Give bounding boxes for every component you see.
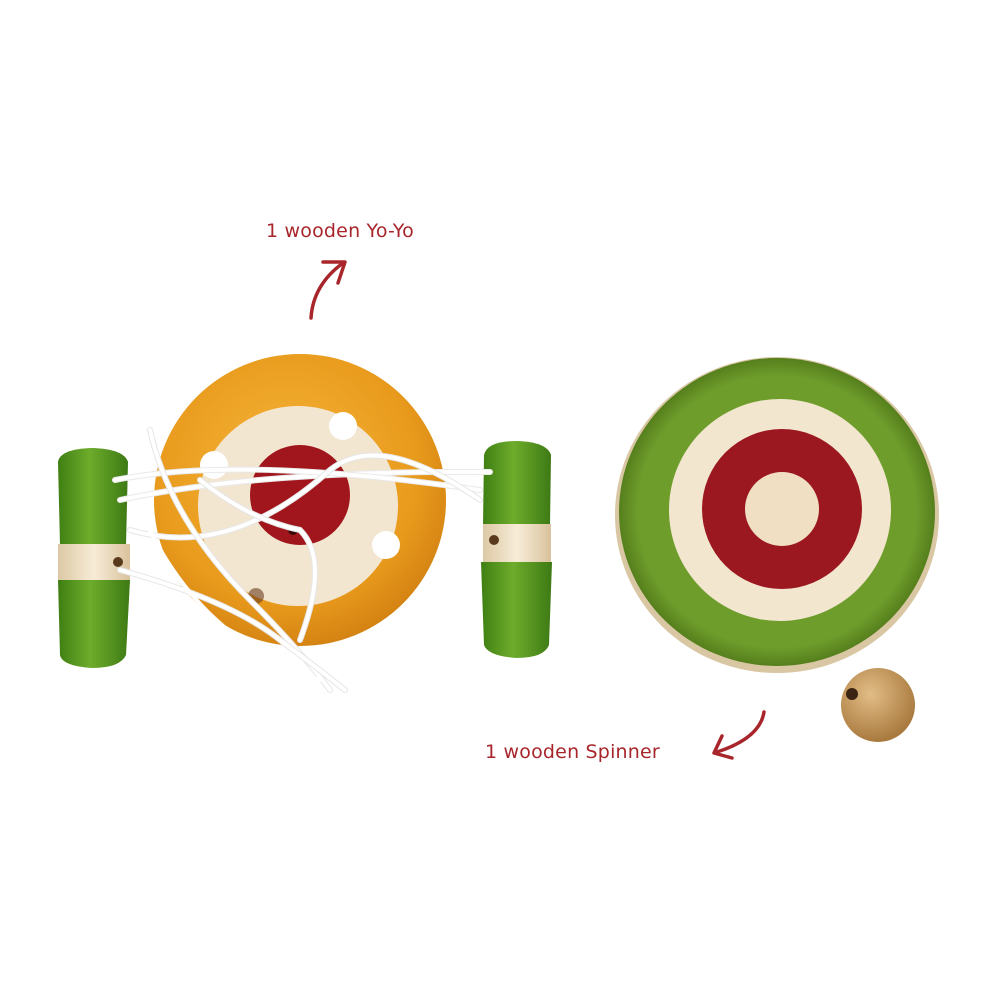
spinner-bead <box>841 668 915 742</box>
yoyo-hole <box>372 531 400 559</box>
yoyo-string <box>112 427 493 693</box>
arrow-up-icon <box>309 260 347 320</box>
yoyo-left-handle <box>58 448 130 668</box>
arrow-down-left-icon <box>712 710 766 760</box>
yoyo-hole <box>329 412 357 440</box>
spinner-core <box>745 472 819 546</box>
yoyo-caption: 1 wooden Yo-Yo <box>266 220 414 242</box>
spinner <box>615 357 939 742</box>
spinner-caption: 1 wooden Spinner <box>485 741 660 763</box>
yoyo <box>58 354 552 693</box>
yoyo-right-handle <box>481 441 552 658</box>
yoyo-hole <box>200 451 228 479</box>
